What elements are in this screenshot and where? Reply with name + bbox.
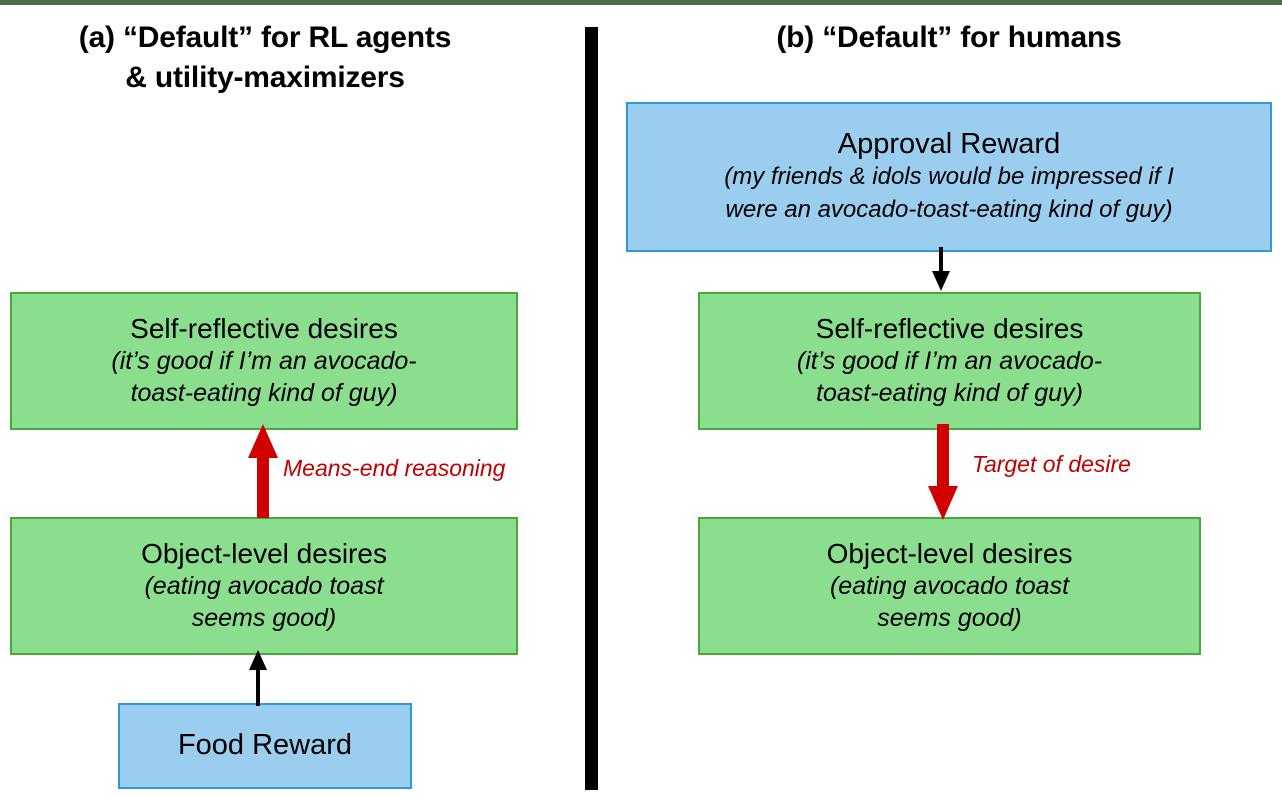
panel-a-node-food-reward: Food Reward xyxy=(118,703,412,789)
panel-a-title: (a) “Default” for RL agents & utility-ma… xyxy=(10,18,520,97)
node-subtext-line2: were an avocado-toast-eating kind of guy… xyxy=(725,195,1173,223)
node-heading: Approval Reward xyxy=(837,127,1061,160)
panel-a-edge-label-means-end-reasoning: Means-end reasoning xyxy=(283,455,506,481)
panel-b-node-approval-reward: Approval Reward (my friends & idols woul… xyxy=(626,102,1272,252)
panel-a-arrow-means-end-reasoning xyxy=(248,424,278,518)
panel-b-node-self-reflective-desires: Self-reflective desires (it’s good if I’… xyxy=(698,292,1201,430)
panel-b-arrow-approval-to-self-reflective xyxy=(932,247,950,291)
node-subtext-line1: (it’s good if I’m an avocado- xyxy=(111,346,417,375)
node-subtext-line2: toast-eating kind of guy) xyxy=(130,378,398,407)
panel-a-title-line1: (a) “Default” for RL agents xyxy=(78,21,452,54)
node-subtext-line2: seems good) xyxy=(877,603,1022,632)
top-edge-strip xyxy=(0,0,1282,5)
panel-b-arrow-target-of-desire xyxy=(928,424,958,520)
node-subtext-line1: (my friends & idols would be impressed i… xyxy=(724,162,1174,190)
panel-a-title-line2: & utility-maximizers xyxy=(125,60,405,94)
node-subtext-line2: seems good) xyxy=(191,603,337,632)
panel-b-node-object-level-desires: Object-level desires (eating avocado toa… xyxy=(698,517,1201,655)
node-heading: Food Reward xyxy=(177,729,353,762)
node-subtext-line1: (it’s good if I’m an avocado- xyxy=(796,346,1103,375)
node-heading: Object-level desires xyxy=(141,538,387,570)
panel-b-edge-label-target-of-desire: Target of desire xyxy=(972,451,1131,477)
panel-b-title: (b) “Default” for humans xyxy=(626,18,1272,58)
panel-a-node-self-reflective-desires: Self-reflective desires (it’s good if I’… xyxy=(10,292,518,430)
node-subtext-line1: (eating avocado toast xyxy=(144,571,384,600)
panel-a-node-object-level-desires: Object-level desires (eating avocado toa… xyxy=(10,517,518,655)
panel-b-title-line1: (b) “Default” for humans xyxy=(776,21,1122,54)
panel-divider-rule xyxy=(585,27,598,790)
node-heading: Self-reflective desires xyxy=(815,313,1084,345)
node-subtext-line2: toast-eating kind of guy) xyxy=(816,378,1083,407)
node-subtext-line1: (eating avocado toast xyxy=(829,571,1070,600)
panel-a-arrow-food-reward xyxy=(249,650,267,706)
node-heading: Self-reflective desires xyxy=(130,313,398,345)
node-heading: Object-level desires xyxy=(826,538,1073,570)
